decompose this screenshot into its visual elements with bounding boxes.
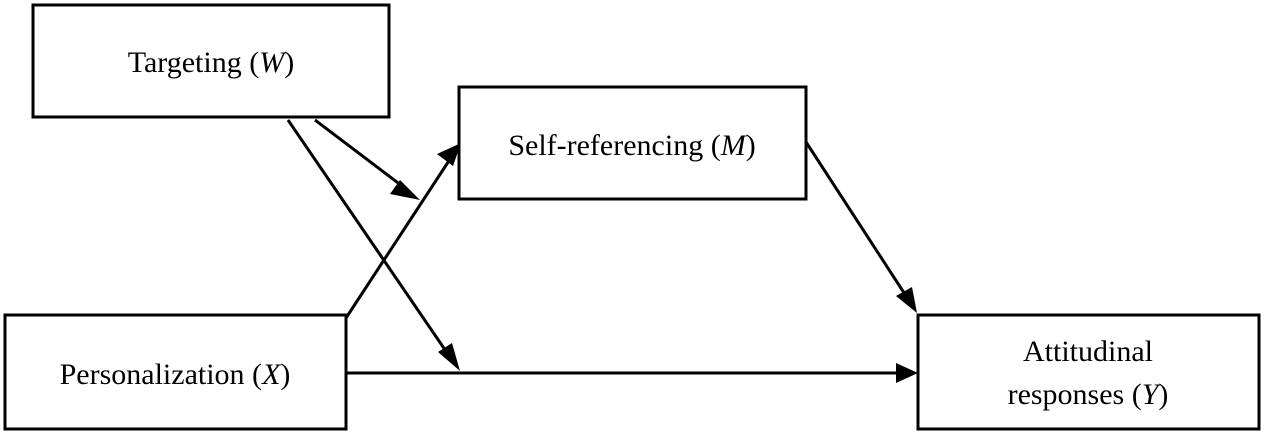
node-targeting-box xyxy=(31,3,391,119)
node-personalization-box xyxy=(3,313,348,431)
node-self-referencing-label: Self-referencing (M) xyxy=(508,129,755,162)
edge-w-to-xy-path xyxy=(286,119,454,361)
node-attitudinal-label-line2: responses (Y) xyxy=(1008,378,1169,411)
edges xyxy=(286,118,918,383)
edge-m-to-y xyxy=(804,141,912,303)
edge-w-to-xm-path xyxy=(314,118,411,194)
arrowhead-w-to-xm-path xyxy=(390,180,420,200)
node-self-referencing-box xyxy=(457,85,808,201)
node-attitudinal-label-line1: Attitudinal xyxy=(1023,335,1153,368)
edge-x-to-m xyxy=(344,149,458,319)
node-targeting-label: Targeting (W) xyxy=(128,46,294,79)
node-attitudinal-box xyxy=(916,313,1261,431)
node-attitudinal-responses: Attitudinal responses (Y) xyxy=(916,313,1261,431)
arrowhead-w-to-xy-path xyxy=(438,343,460,371)
node-personalization: Personalization (X) xyxy=(3,313,348,431)
node-personalization-label: Personalization (X) xyxy=(60,358,291,391)
node-self-referencing: Self-referencing (M) xyxy=(457,85,808,201)
arrowhead-m-to-y xyxy=(896,287,917,313)
arrowhead-x-to-m xyxy=(437,143,461,166)
arrowhead-x-to-y xyxy=(896,363,918,383)
node-targeting: Targeting (W) xyxy=(31,3,391,119)
